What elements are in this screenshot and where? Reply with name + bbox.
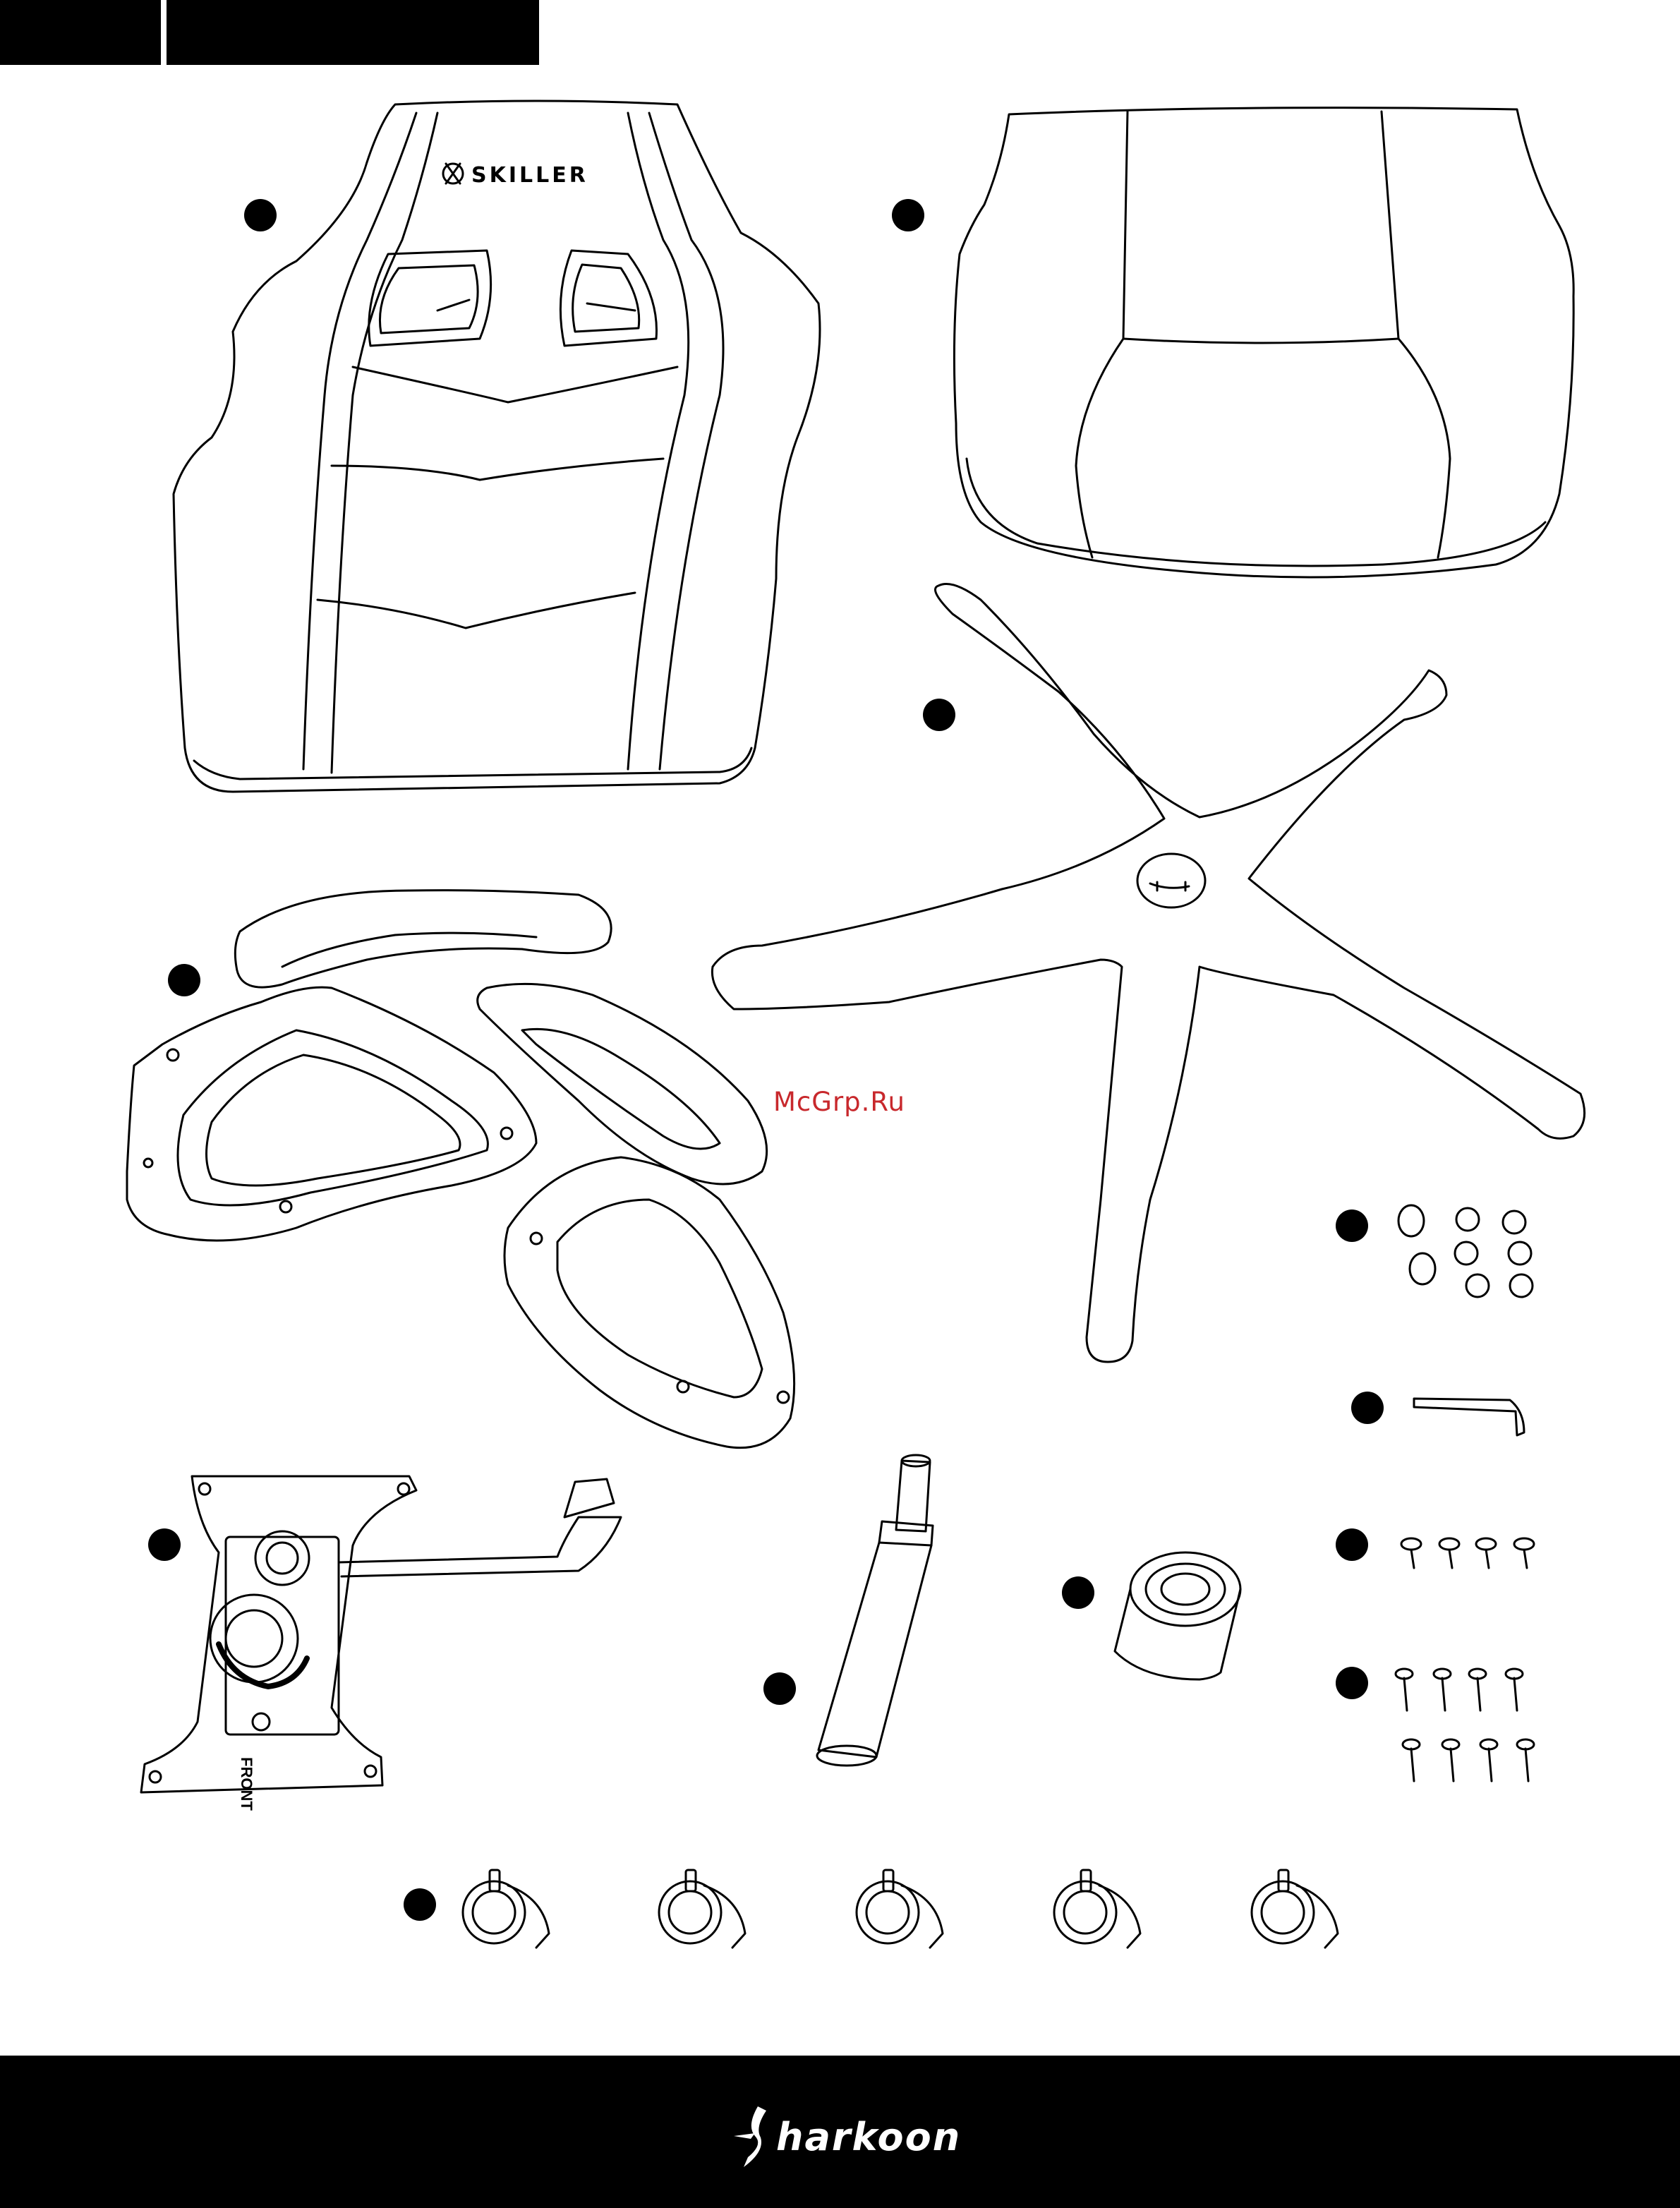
- caps-drawing: [1398, 1205, 1533, 1297]
- bullet-gas-lift-cover: [1062, 1576, 1094, 1609]
- bullet-star-base: [923, 699, 955, 731]
- bullet-long-screws: [1336, 1667, 1368, 1699]
- bullet-armrests: [168, 964, 200, 996]
- bullet-tilt-mechanism: [148, 1528, 181, 1561]
- bullet-gas-lift: [763, 1672, 796, 1705]
- long-screws-drawing: [1396, 1669, 1534, 1781]
- brand-logo: harkoon: [734, 2109, 961, 2165]
- brand-name: harkoon: [776, 2115, 961, 2159]
- mechanism-stamp-text: FRONT: [238, 1757, 255, 1811]
- star-base-drawing: [712, 584, 1584, 1363]
- bullet-hex-key: [1351, 1392, 1384, 1424]
- armrests-drawing: [127, 891, 794, 1448]
- bullet-caps: [1336, 1209, 1368, 1242]
- seat-drawing: [954, 108, 1573, 577]
- bullet-backrest: [244, 199, 277, 231]
- hex-key-drawing: [1414, 1399, 1524, 1435]
- sharkoon-s-fin-icon: [734, 2105, 773, 2168]
- short-screws-drawing: [1401, 1538, 1534, 1568]
- bullet-short-screws: [1336, 1528, 1368, 1561]
- bullet-seat: [892, 199, 924, 231]
- gas-lift-cover-drawing: [1115, 1552, 1240, 1679]
- tilt-mechanism-drawing: [141, 1476, 621, 1792]
- casters-drawing: [463, 1870, 1338, 1948]
- bullet-casters: [404, 1888, 436, 1921]
- watermark-text: McGrp.Ru: [773, 1087, 905, 1117]
- backrest-logo-text: SKILLER: [471, 163, 588, 188]
- gas-lift-drawing: [817, 1455, 933, 1766]
